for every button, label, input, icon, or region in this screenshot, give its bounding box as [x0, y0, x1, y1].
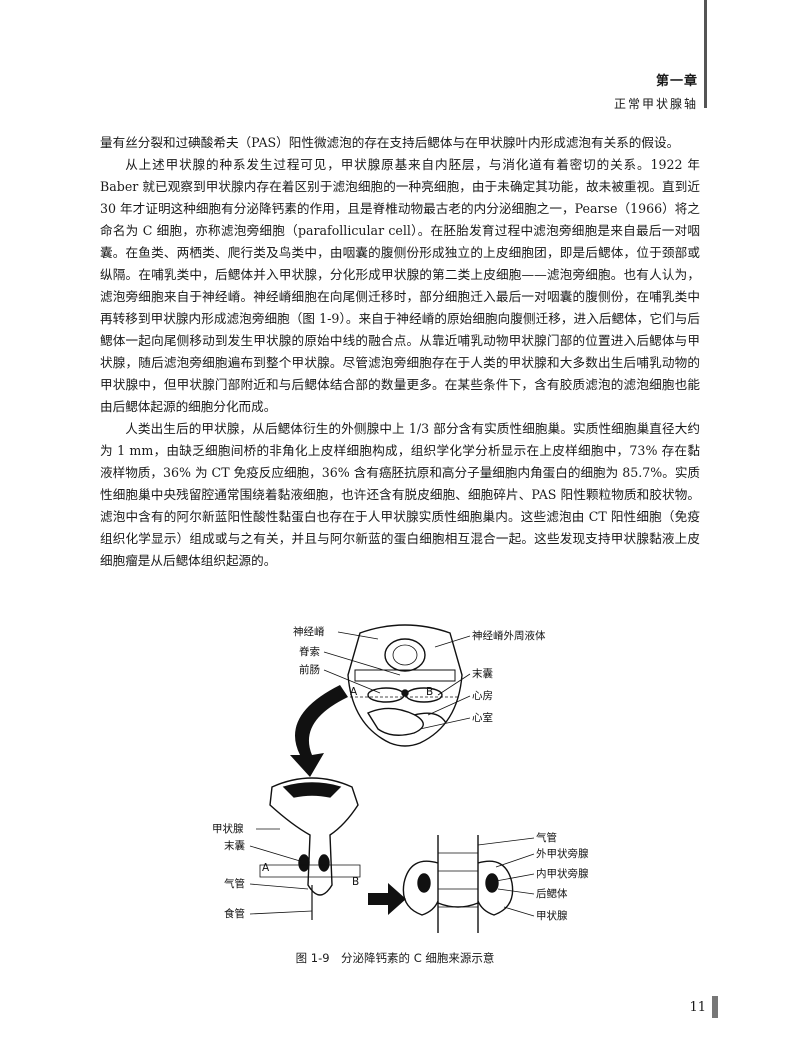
- arrow-curved: [290, 685, 348, 777]
- figure-diagram: 神经嵴 脊索 前肠 神经嵴外周液体 末囊 心房 心室 A B 甲状腺 末囊 气管: [212, 624, 589, 933]
- chapter-title: 第一章: [655, 74, 698, 89]
- thyroid-view: [402, 835, 514, 933]
- label-ext-parathyroid: 外甲状旁腺: [536, 847, 589, 860]
- label-ultimobranchial-body: 后鳃体: [536, 887, 568, 900]
- figure-caption: 图 1-9 分泌降钙素的 C 细胞来源示意: [295, 951, 495, 965]
- label-foregut: 前肠: [299, 663, 320, 676]
- label-atrium: 心房: [472, 689, 493, 702]
- pharynx-view: [259, 777, 361, 920]
- label-int-parathyroid: 内甲状旁腺: [536, 867, 589, 880]
- page-number: 11: [689, 1000, 706, 1015]
- label-ultimobranchial-2: 末囊: [224, 839, 245, 852]
- paragraph-1: 量有丝分裂和过碘酸希夫（PAS）阳性微滤泡的存在支持后鳃体与在甲状腺叶内形成滤泡…: [100, 135, 680, 150]
- label-thyroid: 甲状腺: [212, 822, 244, 835]
- running-header: 第一章 正常甲状腺轴: [614, 70, 698, 112]
- label-thyroid-2: 甲状腺: [536, 909, 568, 922]
- header-rule: [704, 0, 707, 108]
- arrow-right: [368, 883, 406, 915]
- chapter-subtitle: 正常甲状腺轴: [613, 97, 698, 111]
- label-a-bottom: A: [262, 862, 270, 874]
- label-ventricle: 心室: [472, 711, 493, 724]
- label-notochord: 脊索: [299, 645, 320, 658]
- figure-1-9: 神经嵴 脊索 前肠 神经嵴外周液体 末囊 心房 心室 A B 甲状腺 末囊 气管: [200, 615, 620, 945]
- paragraph-3: 人类出生后的甲状腺，从后鳃体衍生的外侧腺中上 1/3 部分含有实质性细胞巢。实质…: [100, 421, 701, 568]
- label-b-top: B: [426, 686, 433, 698]
- label-neural-crest-mesenchyme: 神经嵴外周液体: [472, 629, 546, 642]
- label-neural-crest: 神经嵴: [293, 625, 325, 638]
- label-a-top: A: [350, 686, 358, 698]
- embryo-section: [347, 624, 463, 747]
- label-b-bottom: B: [352, 876, 359, 888]
- label-esophagus: 食管: [224, 907, 245, 920]
- label-ultimobranchial: 末囊: [472, 667, 493, 680]
- paragraph-2: 从上述甲状腺的种系发生过程可见，甲状腺原基来自内胚层，与消化道有着密切的关系。1…: [100, 157, 700, 414]
- footer-rule: [712, 996, 718, 1018]
- label-trachea: 气管: [224, 877, 245, 890]
- body-text: 量有丝分裂和过碘酸希夫（PAS）阳性微滤泡的存在支持后鳃体与在甲状腺叶内形成滤泡…: [100, 132, 700, 572]
- label-trachea-2: 气管: [536, 831, 557, 844]
